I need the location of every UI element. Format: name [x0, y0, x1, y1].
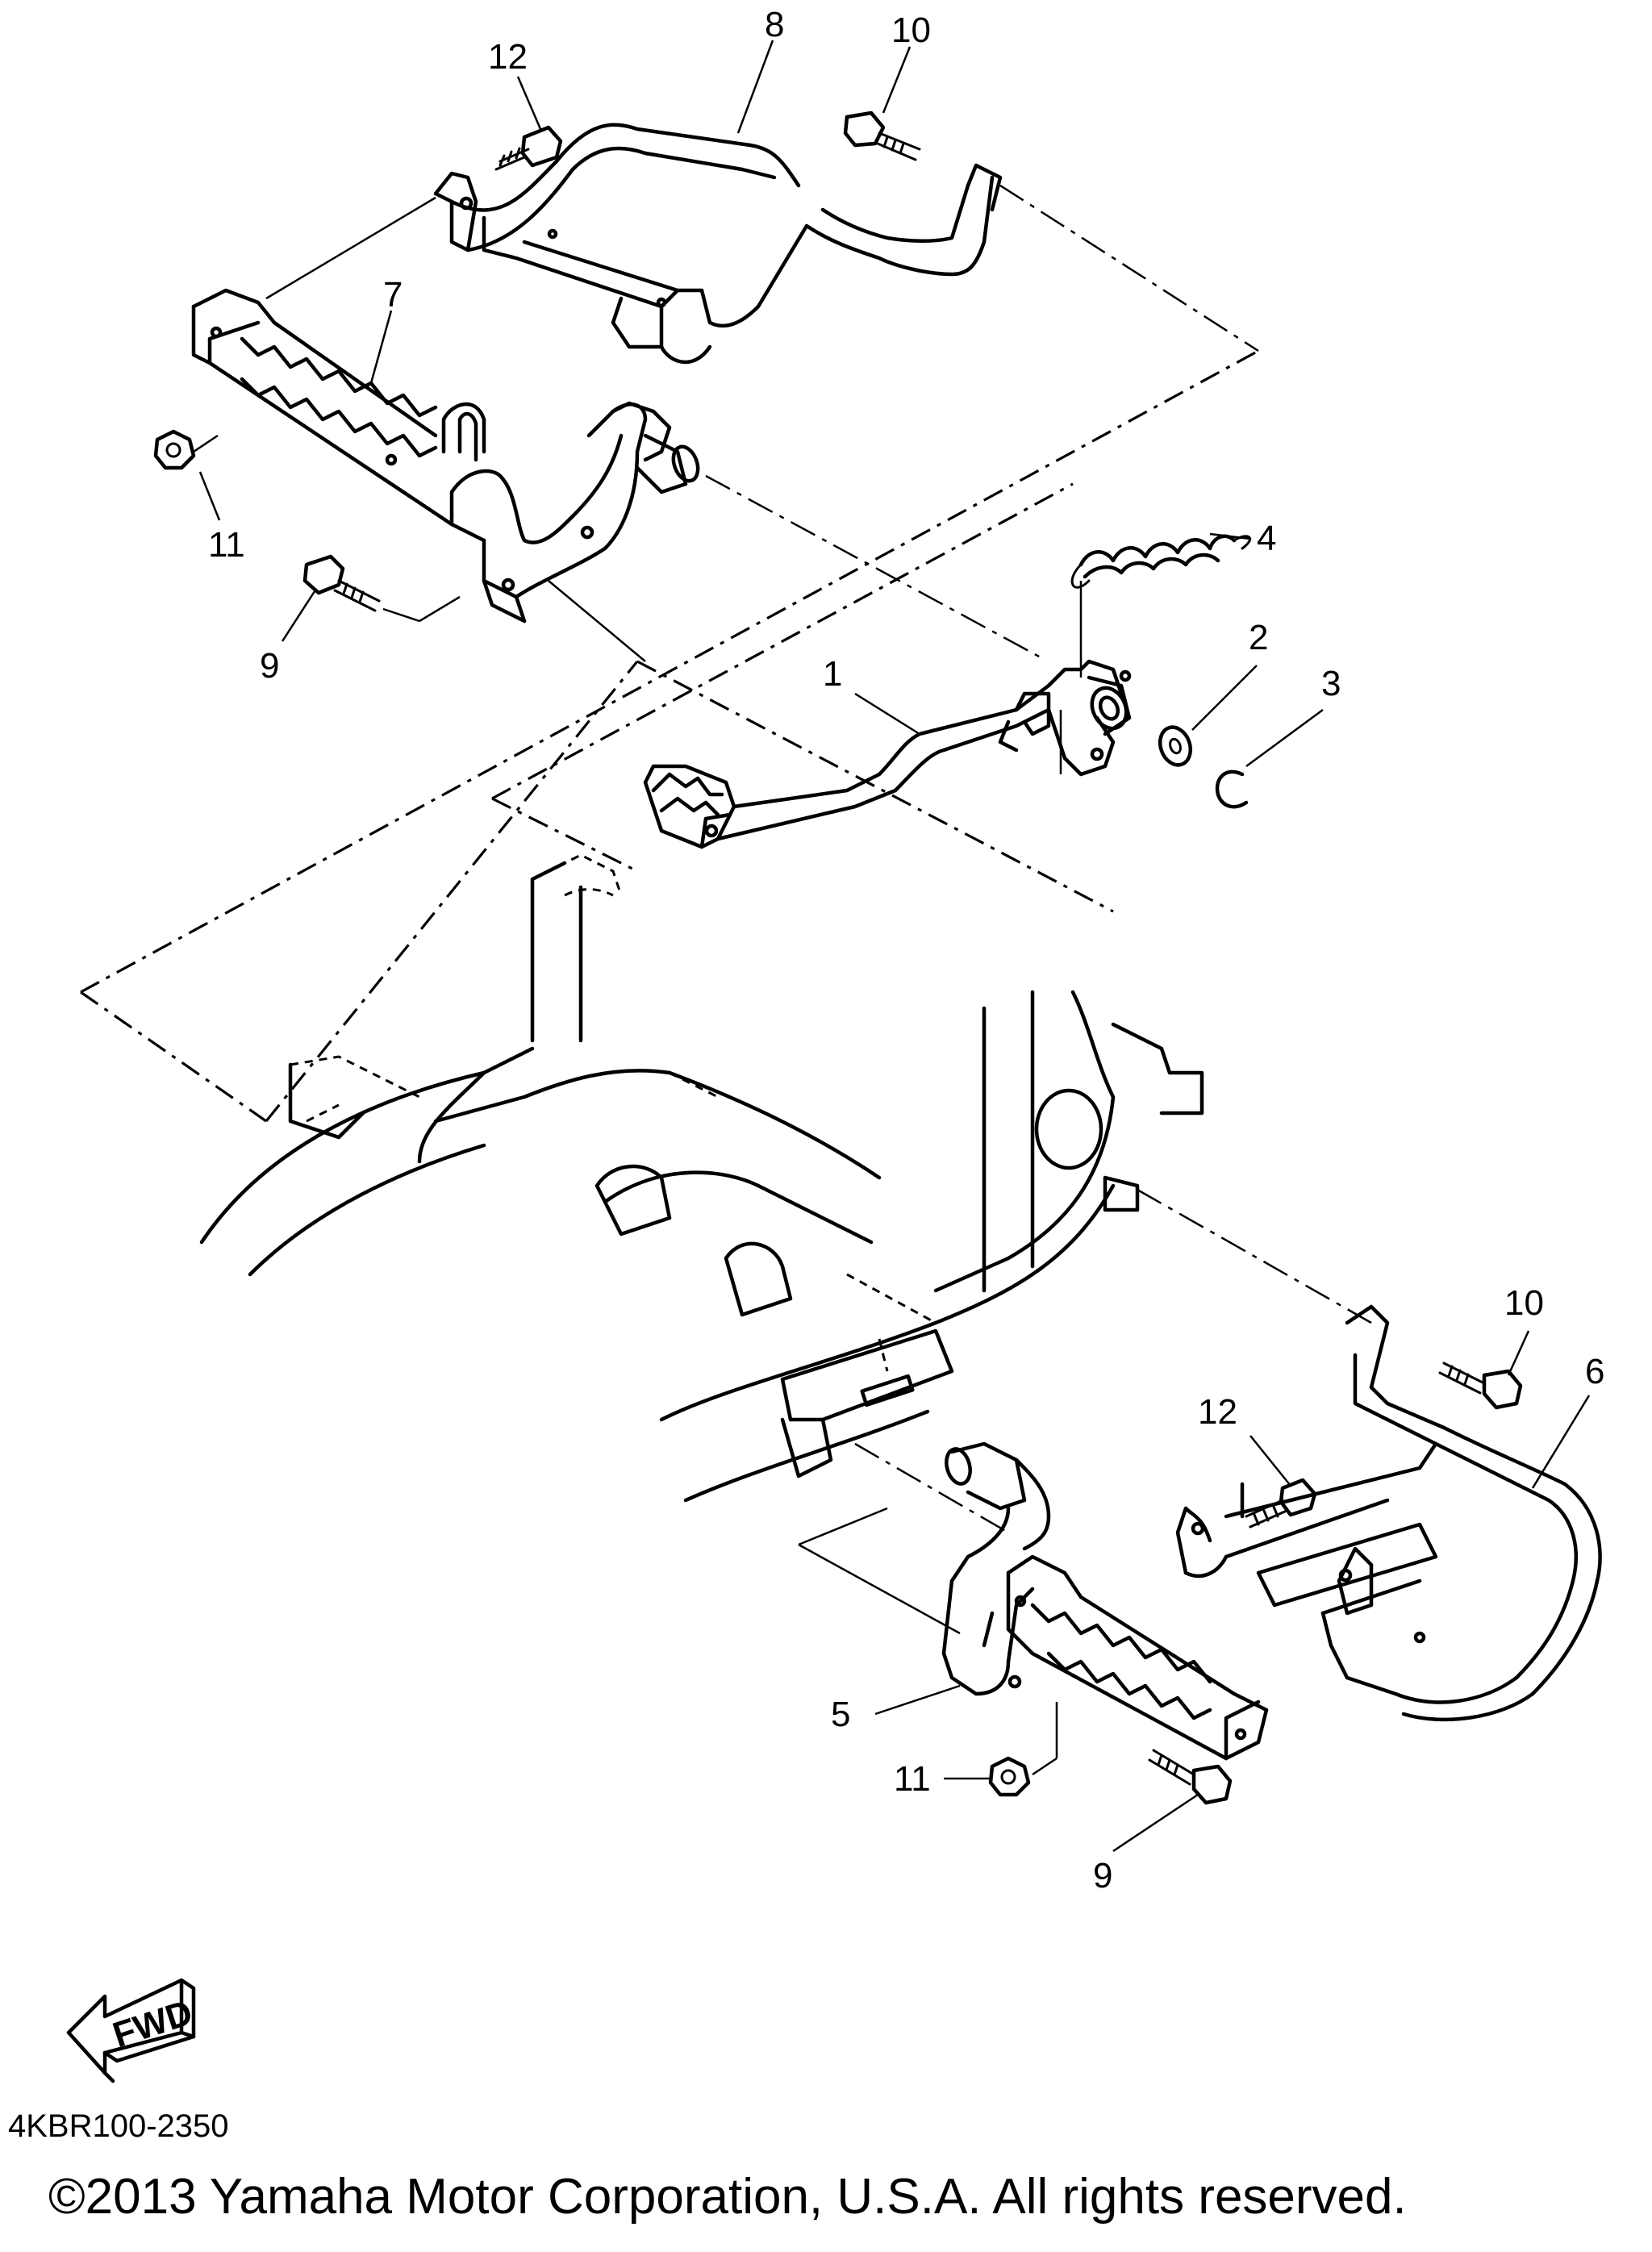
fwd-arrow-icon: FWD: [66, 1978, 197, 2083]
fwd-label: FWD: [108, 1992, 197, 2055]
callout-3: 3: [1321, 664, 1341, 703]
part-11-nut-lower: [988, 1756, 1031, 1797]
callout-labels: 8 10 12 7 11 9 4 2 3 1 10 6 12 5 11 9: [208, 5, 1604, 1895]
part-6-guard-bar-lower: [1175, 1304, 1602, 1722]
frame-hidden-lines: [290, 853, 937, 1372]
part-3-circlip: [1215, 769, 1249, 809]
copyright-notice: ©2013 Yamaha Motor Corporation, U.S.A. A…: [48, 2169, 1407, 2225]
part-4-spring: [1070, 534, 1252, 589]
frame-section-outline: [80, 349, 1259, 1123]
part-11-nut-upper: [153, 429, 196, 470]
callout-7: 7: [383, 275, 403, 315]
part-8-guard-bar-upper: [433, 123, 1003, 364]
part-10-bolt-lower: [1438, 1362, 1523, 1410]
callout-1: 1: [823, 654, 842, 694]
callout-9: 9: [260, 646, 279, 686]
callout-6: 6: [1585, 1352, 1604, 1391]
callout-11: 11: [208, 525, 245, 565]
callout-10-lower: 10: [1504, 1283, 1544, 1323]
callout-8: 8: [765, 5, 784, 44]
callout-12-lower: 12: [1198, 1392, 1237, 1432]
assembly-centerlines: [193, 184, 1372, 1776]
part-9-bolt-lower: [1148, 1749, 1233, 1805]
part-10-bolt-upper: [843, 111, 921, 161]
callout-leaders: [198, 40, 1591, 1853]
callout-9-lower: 9: [1093, 1856, 1112, 1895]
callout-4: 4: [1257, 519, 1276, 558]
part-7-footrest-upper: [191, 288, 700, 623]
part-5-footrest-lower: [941, 1441, 1269, 1761]
part-9-bolt-upper: [302, 554, 381, 612]
chassis-frame: [199, 861, 1204, 1503]
callout-12: 12: [488, 37, 528, 77]
part-12-bolt-lower: [1245, 1478, 1317, 1528]
callout-5: 5: [831, 1695, 850, 1734]
callout-11-lower: 11: [894, 1759, 931, 1799]
part-12-bolt-upper: [494, 125, 563, 171]
part-1-brake-pedal: [643, 659, 1132, 849]
diagram-code: 4KBR100-2350: [8, 2108, 229, 2144]
callout-10: 10: [891, 10, 931, 50]
callout-2: 2: [1249, 618, 1268, 657]
part-2-washer: [1158, 725, 1193, 767]
